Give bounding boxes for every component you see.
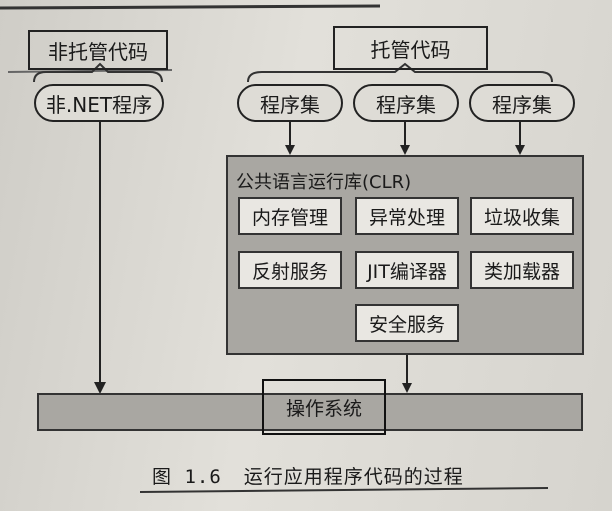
service-label: 垃圾收集 — [483, 206, 560, 229]
figure-caption-text: 运行应用程序代码的过程 — [243, 466, 464, 488]
service-label: JIT编译器 — [367, 260, 447, 283]
assembly-node-1: 程序集 — [237, 84, 343, 122]
unmanaged-code-header: 非托管代码 — [28, 30, 168, 70]
managed-code-label: 托管代码 — [370, 37, 451, 62]
assembly-2-arrowhead — [400, 145, 410, 155]
assembly-node-3: 程序集 — [469, 84, 575, 122]
service-garbage-collection: 垃圾收集 — [470, 197, 574, 235]
service-exception-handling: 异常处理 — [355, 197, 459, 235]
unmanaged-code-label: 非托管代码 — [48, 39, 148, 64]
operating-system-label: 操作系统 — [285, 397, 362, 420]
service-memory-management: 内存管理 — [238, 197, 342, 235]
service-label: 安全服务 — [368, 313, 445, 336]
managed-code-header: 托管代码 — [333, 26, 488, 70]
assembly-node-2: 程序集 — [353, 84, 459, 122]
service-label: 内存管理 — [251, 206, 328, 229]
top-text-fragment-line — [0, 4, 381, 10]
clr-title: 公共语言运行库(CLR) — [236, 172, 412, 193]
non-net-program-node: 非.NET程序 — [34, 84, 164, 122]
service-label: 反射服务 — [251, 260, 328, 283]
operating-system-label-box: 操作系统 — [262, 379, 386, 435]
unmanaged-brace — [33, 62, 163, 83]
service-jit-compiler: JIT编译器 — [355, 251, 459, 289]
assembly-3-arrowhead — [515, 145, 525, 155]
service-class-loader: 类加载器 — [470, 251, 574, 289]
service-reflection: 反射服务 — [238, 251, 342, 289]
service-label: 类加载器 — [483, 260, 560, 283]
figure-caption: 图 1.6 运行应用程序代码的过程 — [152, 462, 464, 489]
service-label: 异常处理 — [368, 206, 445, 229]
assembly-1-arrowhead — [285, 145, 295, 155]
assembly-label: 程序集 — [260, 92, 320, 117]
operating-system-bar — [37, 393, 583, 431]
managed-brace — [247, 62, 553, 83]
figure-number: 图 1.6 — [152, 466, 222, 488]
caption-underline — [139, 487, 549, 493]
service-security: 安全服务 — [355, 304, 459, 342]
assembly-label: 程序集 — [492, 92, 552, 117]
clr-to-os-arrowhead — [402, 383, 412, 393]
non-net-program-label: 非.NET程序 — [45, 92, 153, 117]
non-net-arrowhead — [94, 382, 106, 394]
assembly-label: 程序集 — [376, 92, 436, 117]
